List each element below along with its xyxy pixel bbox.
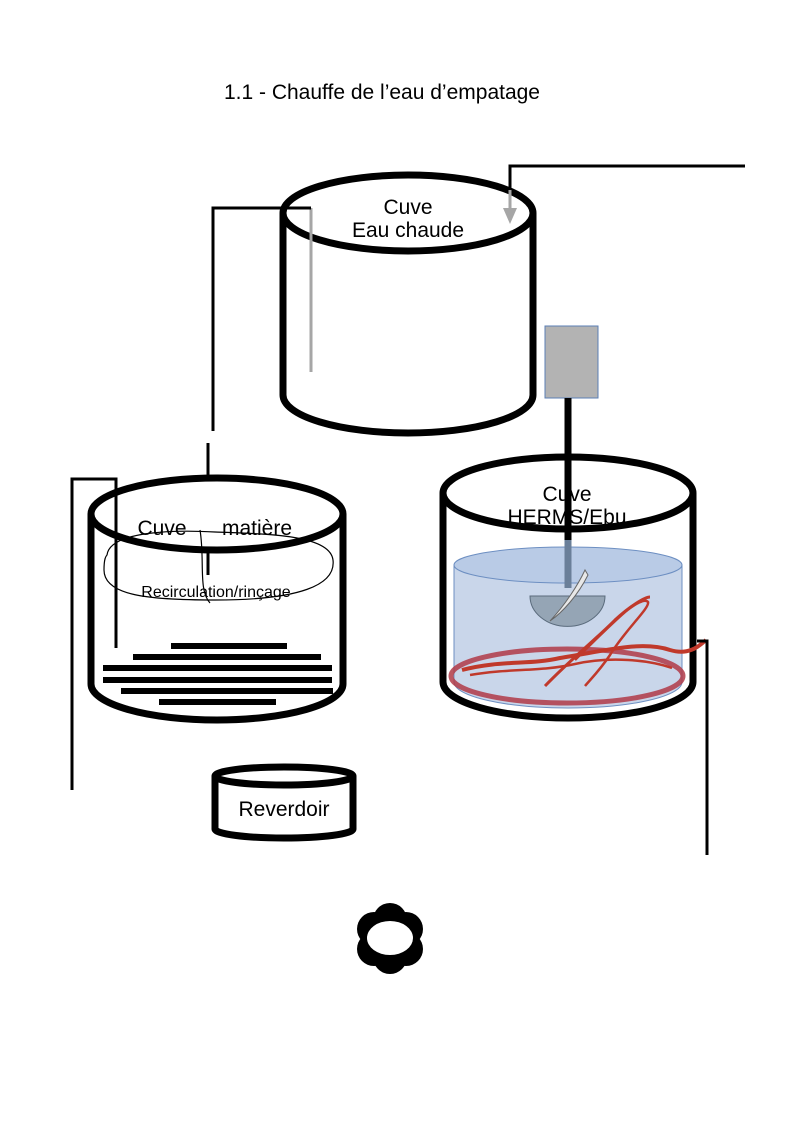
herms-water [453,564,683,709]
false-bottom [103,643,333,705]
heating-coil-icon [448,595,708,706]
grain-bar [159,699,276,705]
mash-outlet-pipe [70,477,118,790]
page-title: 1.1 - Chauffe de l’eau d’empatage [224,81,540,104]
grant-rim [211,763,357,789]
hot-water-outlet-pipe [211,206,311,431]
grain-bar [103,677,332,683]
hot-water-tank-body [279,213,537,437]
mash-tun: Cuve matière Recirculation/rinçage [87,474,347,724]
mash-tun-body [87,514,347,724]
motor-box-icon [544,325,599,399]
hot-water-tank-label-1: Cuve [383,196,432,219]
grant-body [211,776,357,842]
grain-bar [171,643,287,649]
grant-label: Reverdoir [238,798,329,821]
hot-water-tank-label-2: Eau chaude [352,219,464,242]
mash-tun-label-1: Cuve [137,517,186,540]
mash-tun-rim [87,474,347,554]
recirculation-stroke [199,529,211,604]
herms-tank: Cuve HERMS/Ebu [439,453,708,722]
hot-water-tank: Cuve Eau chaude [279,171,537,437]
mash-tun-sub-label: Recirculation/rinçage [141,584,291,601]
grant: Reverdoir [211,763,357,842]
hot-water-tank-rim [279,171,537,255]
herms-tank-body [439,493,697,722]
grain-bar [103,665,332,671]
mash-tun-label-2: matière [222,517,292,540]
stirrer-icon [529,568,606,627]
flower-pump-icon [357,903,423,974]
herms-outlet-pipe [697,639,709,855]
cold-water-inlet-pipe [508,164,745,190]
grain-bar [121,688,333,694]
down-arrow-icon [503,208,517,224]
grain-bar [133,654,321,660]
recirculation-loop [103,530,334,601]
